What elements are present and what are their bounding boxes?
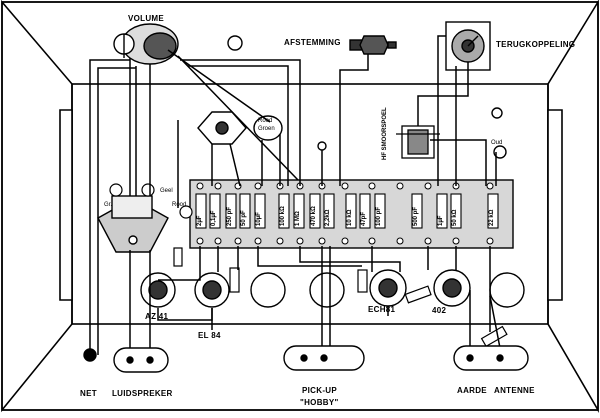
label-oud: Oud — [491, 140, 503, 146]
comp-label-3: 250 pF — [227, 206, 233, 226]
comp-label-8: 470 kΩ — [311, 206, 317, 226]
wires — [89, 35, 501, 355]
power-socket — [197, 111, 283, 145]
label-pickup: PICK-UP — [302, 386, 337, 395]
mounting-holes — [227, 35, 525, 308]
label-hf-smoorspoel: HF SMOORSPOEL — [382, 107, 388, 160]
label-el84: EL 84 — [198, 331, 221, 340]
label-aarde: AARDE — [457, 386, 487, 395]
label-net: NET — [80, 389, 97, 398]
tuning-knob — [349, 35, 397, 55]
label-geel: Geel — [160, 188, 173, 194]
comp-label-9: 2,2kΩ — [325, 209, 331, 227]
component-board — [189, 179, 514, 249]
comp-label-16: 22 kΩ — [489, 209, 495, 227]
comp-label-15: 50 kΩ — [452, 209, 458, 227]
comp-label-7: 1 MΩ — [295, 211, 301, 226]
comp-label-2: 0,1µF — [211, 210, 217, 226]
comp-label-4: 50 pF — [241, 210, 247, 226]
label-rood-2: Rood — [172, 202, 187, 208]
label-az41: AZ 41 — [145, 312, 169, 321]
terminal-strips — [83, 345, 529, 373]
label-terugkoppeling: TERUGKOPPELING — [496, 40, 576, 49]
label-groen: Groen — [258, 126, 275, 132]
comp-label-14: 1µF — [438, 215, 444, 226]
output-transformer — [97, 195, 169, 253]
label-ech81: ECH81 — [368, 305, 396, 314]
volume-potentiometer — [113, 23, 179, 65]
comp-label-5: 10µF — [256, 212, 262, 226]
label-gr: Gr. — [104, 202, 113, 208]
label-antenne: ANTENNE — [494, 386, 535, 395]
hf-choke — [396, 125, 440, 159]
comp-label-11: 47pF — [361, 211, 367, 226]
feedback-potentiometer — [445, 21, 491, 71]
comp-label-13: 500 pF — [413, 206, 419, 226]
comp-label-12: 100 pF — [376, 206, 382, 226]
label-rood: Rood — [258, 118, 273, 124]
label-volume: VOLUME — [128, 14, 165, 23]
comp-label-1: 2µF — [197, 215, 203, 226]
comp-label-6: 100 kΩ — [280, 206, 286, 226]
label-afstemming: AFSTEMMING — [284, 38, 341, 47]
small-parts — [109, 183, 508, 348]
tube-sockets — [140, 269, 471, 308]
label-luidspreker: LUIDSPREKER — [112, 389, 173, 398]
label-hobby: "HOBBY" — [300, 398, 339, 407]
label-402: 402 — [432, 306, 447, 315]
comp-label-10: 10 kΩ — [347, 209, 353, 227]
